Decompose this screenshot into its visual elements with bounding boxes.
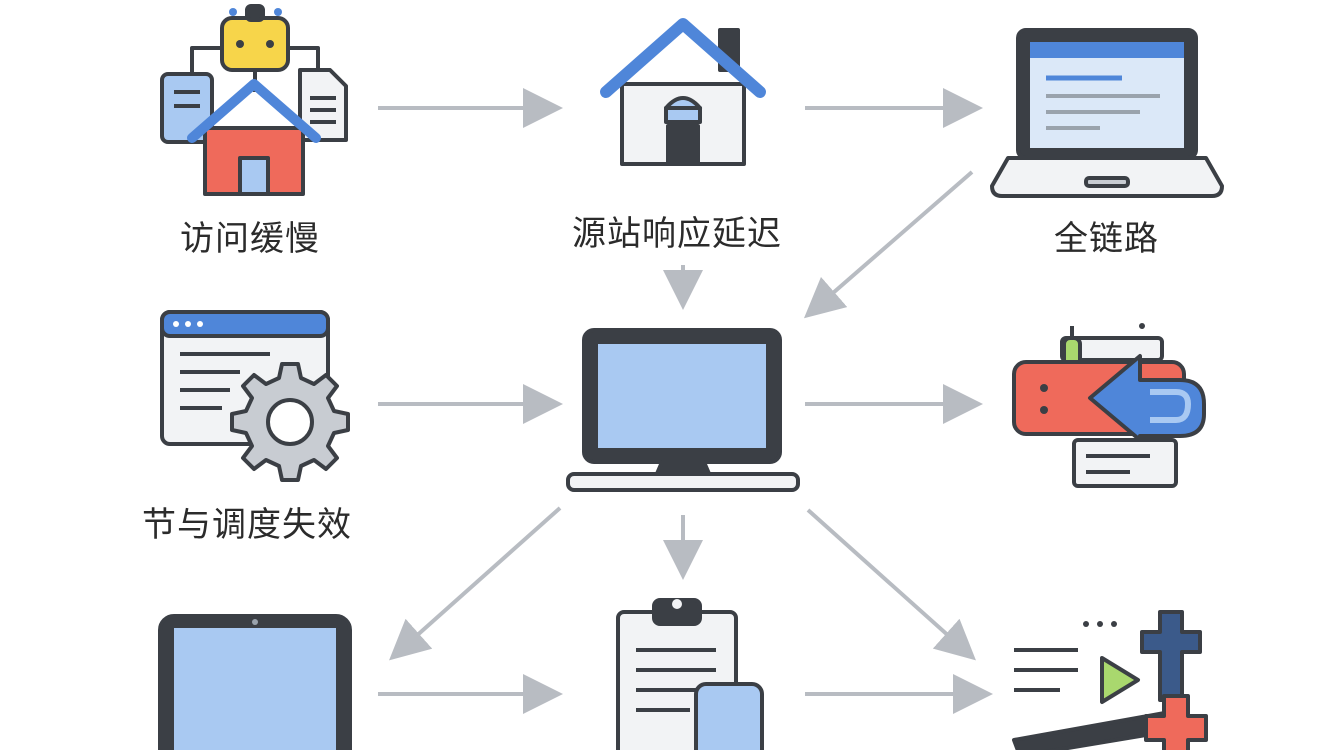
clipboard-mobile-icon [616, 598, 764, 750]
arrows [378, 88, 993, 714]
settings-window-icon [160, 310, 350, 482]
label-origin-delay: 源站响应延迟 [572, 214, 782, 254]
monitor-icon [566, 328, 800, 492]
tablet-icon [158, 614, 352, 750]
label-slow-access: 访问缓慢 [180, 219, 320, 259]
label-scheduling-failure: 节与调度失效 [142, 505, 352, 545]
arrow-monitor-to-tools [806, 508, 976, 661]
network-house-icon [160, 4, 348, 196]
server-redirect-icon [1012, 323, 1206, 488]
laptop-webpage-icon [990, 28, 1224, 198]
label-full-link: 全链路 [1054, 219, 1159, 259]
arrow-laptop-to-monitor [803, 170, 974, 319]
tools-icon [1012, 610, 1208, 750]
arrow-monitor-to-tablet [389, 506, 562, 661]
house-icon [600, 18, 766, 166]
